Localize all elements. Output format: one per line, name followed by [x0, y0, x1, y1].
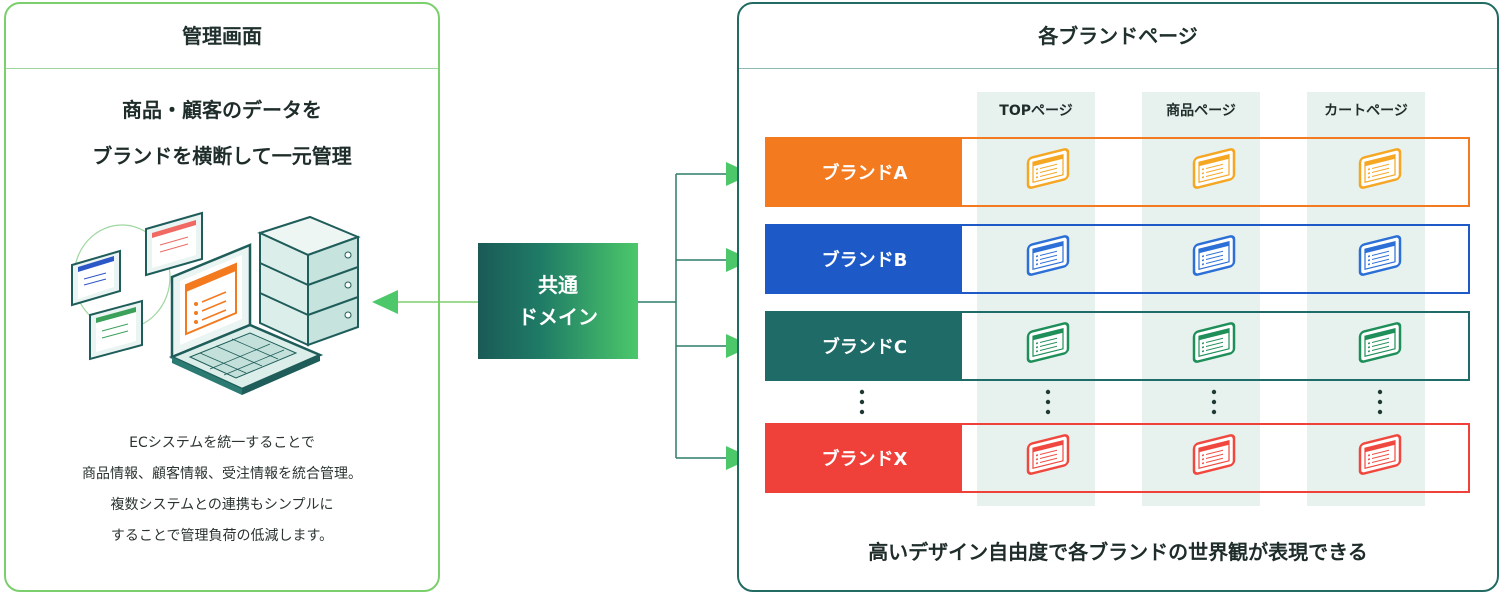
brand-row-c: ブランドC [765, 311, 1470, 381]
brand-pages-title: 各ブランドページ [739, 4, 1497, 69]
vertical-ellipsis-icon [859, 389, 865, 415]
webpage-icon [1358, 322, 1402, 363]
column-header-cart: カートページ [1324, 103, 1408, 119]
webpage-icon [1358, 434, 1402, 475]
webpage-icon [1026, 148, 1070, 189]
admin-body-line-2: 商品情報、顧客情報、受注情報を統合管理。 [82, 466, 362, 482]
column-header-top: TOPページ [999, 103, 1073, 119]
vertical-ellipsis-icon [1211, 389, 1217, 415]
webpage-icon [1026, 235, 1070, 276]
shared-domain-label-1: 共通 [538, 273, 578, 297]
laptop-icon [168, 243, 324, 395]
admin-illustration [71, 211, 361, 395]
brand-label-b: ブランドB [767, 226, 962, 292]
monitor-icon [89, 299, 143, 361]
monitor-icon [145, 211, 203, 277]
shared-domain-label-2: ドメイン [518, 305, 598, 329]
brand-label-x: ブランドX [767, 425, 962, 491]
brand-label-a: ブランドA [767, 139, 962, 205]
vertical-ellipsis-icon [1377, 389, 1383, 415]
shared-domain-box: 共通 ドメイン [478, 243, 638, 359]
admin-body-line-1: ECシステムを統一することで [129, 435, 315, 451]
arrow-icon [372, 290, 398, 314]
webpage-icon [1192, 235, 1236, 276]
monitor-icon [71, 249, 121, 307]
admin-headline-line-2: ブランドを横断して一元管理 [92, 144, 352, 168]
webpage-icon [1026, 322, 1070, 363]
admin-body-line-4: することで管理負荷の低減します。 [110, 528, 334, 544]
brand-row-a: ブランドA [765, 137, 1470, 207]
webpage-icon [1192, 434, 1236, 475]
admin-headline-line-1: 商品・顧客のデータを [122, 98, 322, 122]
admin-body-line-3: 複数システムとの連携もシンプルに [110, 497, 334, 513]
brand-pages-footer: 高いデザイン自由度で各ブランドの世界観が表現できる [868, 540, 1368, 564]
webpage-icon [1192, 322, 1236, 363]
webpage-icon [1192, 148, 1236, 189]
brand-row-x: ブランドX [765, 423, 1470, 493]
brand-row-b: ブランドB [765, 224, 1470, 294]
admin-panel-title: 管理画面 [6, 4, 438, 69]
webpage-icon [1358, 148, 1402, 189]
server-icon [257, 215, 361, 347]
vertical-ellipsis-icon [1045, 389, 1051, 415]
webpage-icon [1358, 235, 1402, 276]
column-header-product: 商品ページ [1166, 103, 1236, 119]
webpage-icon [1026, 434, 1070, 475]
brand-label-c: ブランドC [767, 313, 962, 379]
